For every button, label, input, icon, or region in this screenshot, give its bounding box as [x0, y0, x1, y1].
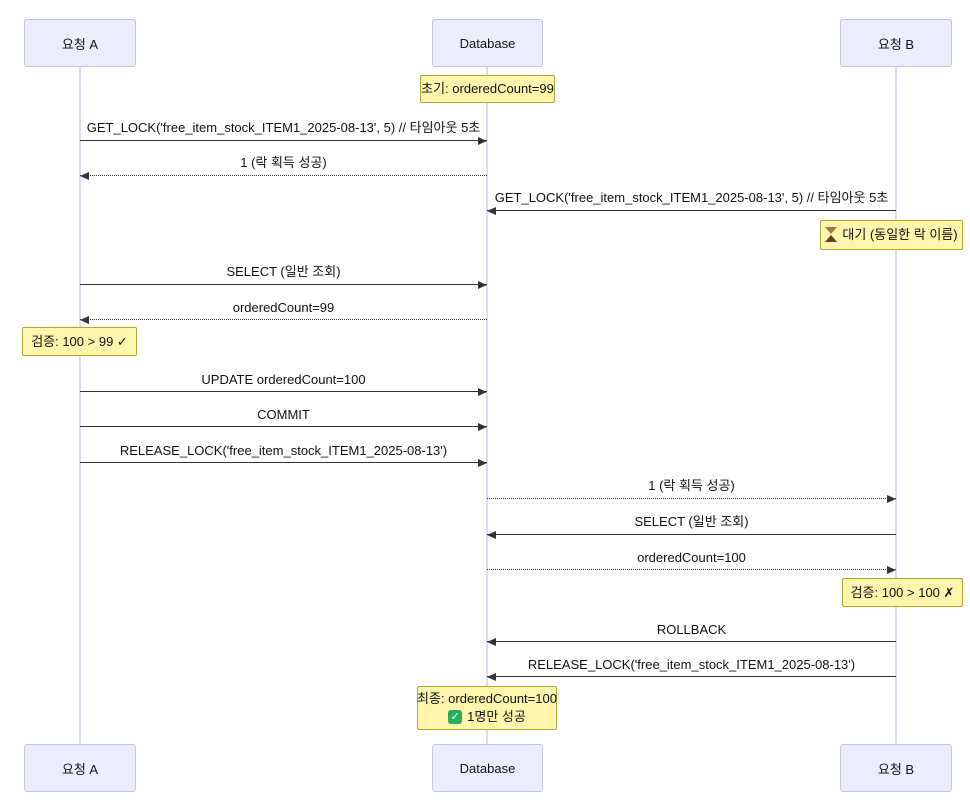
message-label: RELEASE_LOCK('free_item_stock_ITEM1_2025…: [527, 657, 856, 672]
message-label: COMMIT: [257, 407, 310, 422]
participant-database-bottom: Database: [432, 744, 543, 792]
arrowhead-icon: [478, 137, 487, 145]
hourglass-icon: [825, 227, 838, 243]
arrowhead-icon: [478, 459, 487, 467]
participant-request-b-top: 요청 B: [840, 19, 952, 67]
message-label: GET_LOCK('free_item_stock_ITEM1_2025-08-…: [494, 190, 889, 205]
note-text: 1명만 성공: [467, 709, 526, 724]
arrowhead-icon: [887, 495, 896, 503]
message-line: [80, 426, 487, 427]
message: RELEASE_LOCK('free_item_stock_ITEM1_2025…: [487, 656, 896, 681]
note-text: 대기 (동일한 락 이름): [842, 227, 958, 243]
message: GET_LOCK('free_item_stock_ITEM1_2025-08-…: [80, 120, 487, 145]
message-label: 1 (락 획득 성공): [240, 155, 327, 170]
message-line: [487, 641, 896, 642]
message-label: 1 (락 획득 성공): [648, 478, 735, 493]
message-label: SELECT (일반 조회): [226, 264, 341, 279]
arrowhead-icon: [487, 638, 496, 646]
message-line: [80, 140, 487, 141]
participant-request-a-bottom: 요청 A: [24, 744, 136, 792]
message-line: [487, 210, 896, 211]
message-line: [80, 284, 487, 285]
note-text: 초기: orderedCount=99: [421, 81, 554, 97]
note-line: 대기 (동일한 락 이름): [825, 226, 958, 244]
note-text: 최종: orderedCount=100: [417, 691, 557, 707]
participant-request-b-bottom: 요청 B: [840, 744, 952, 792]
lifeline-database: [486, 67, 488, 744]
message: COMMIT: [80, 406, 487, 431]
arrowhead-icon: [478, 281, 487, 289]
message: RELEASE_LOCK('free_item_stock_ITEM1_2025…: [80, 442, 487, 467]
participant-label: 요청 A: [61, 761, 99, 777]
message-line: [487, 569, 896, 570]
note-line: 초기: orderedCount=99: [421, 80, 554, 98]
message: ROLLBACK: [487, 621, 896, 646]
message: orderedCount=99: [80, 299, 487, 324]
note-final: 최종: orderedCount=100 1명만 성공: [417, 686, 557, 730]
note-line: 최종: orderedCount=100: [417, 690, 557, 708]
lifeline-request-b: [895, 67, 897, 744]
arrowhead-icon: [478, 423, 487, 431]
message-label: ROLLBACK: [656, 622, 727, 637]
message-label: GET_LOCK('free_item_stock_ITEM1_2025-08-…: [86, 120, 481, 135]
participant-request-a-top: 요청 A: [24, 19, 136, 67]
note-line: 검증: 100 > 99 ✓: [31, 333, 128, 351]
arrowhead-icon: [487, 673, 496, 681]
message-line: [80, 175, 487, 176]
message-line: [487, 534, 896, 535]
note-text: 검증: 100 > 99 ✓: [31, 333, 128, 349]
message-line: [487, 498, 896, 499]
arrowhead-icon: [478, 388, 487, 396]
arrowhead-icon: [80, 316, 89, 324]
message-line: [80, 319, 487, 320]
arrowhead-icon: [80, 172, 89, 180]
participant-label: 요청 A: [61, 36, 99, 52]
message-label: UPDATE orderedCount=100: [201, 372, 366, 387]
participant-label: Database: [459, 760, 516, 776]
arrowhead-icon: [487, 207, 496, 215]
participant-label: Database: [459, 35, 516, 51]
note-validate-b: 검증: 100 > 100 ✗: [842, 578, 963, 607]
message: orderedCount=100: [487, 549, 896, 574]
note-text: 검증: 100 > 100 ✗: [850, 584, 955, 600]
participant-label: 요청 B: [877, 36, 915, 52]
message-line: [80, 391, 487, 392]
message-line: [487, 676, 896, 677]
message-label: orderedCount=99: [232, 300, 335, 315]
note-initial: 초기: orderedCount=99: [420, 75, 555, 103]
arrowhead-icon: [887, 566, 896, 574]
message-label: RELEASE_LOCK('free_item_stock_ITEM1_2025…: [119, 443, 448, 458]
check-green-icon: [448, 709, 463, 724]
participant-database-top: Database: [432, 19, 543, 67]
message: SELECT (일반 조회): [487, 514, 896, 539]
note-validate-a: 검증: 100 > 99 ✓: [22, 327, 137, 356]
message: GET_LOCK('free_item_stock_ITEM1_2025-08-…: [487, 190, 896, 215]
message-label: SELECT (일반 조회): [634, 514, 749, 529]
participant-label: 요청 B: [877, 761, 915, 777]
message-label: orderedCount=100: [637, 550, 746, 565]
message: 1 (락 획득 성공): [80, 155, 487, 180]
note-waiting: 대기 (동일한 락 이름): [820, 220, 963, 250]
message: UPDATE orderedCount=100: [80, 371, 487, 396]
message: 1 (락 획득 성공): [487, 478, 896, 503]
note-line: 1명만 성공: [448, 708, 526, 726]
arrowhead-icon: [487, 531, 496, 539]
message-line: [80, 462, 487, 463]
lifeline-request-a: [79, 67, 81, 744]
message: SELECT (일반 조회): [80, 264, 487, 289]
note-line: 검증: 100 > 100 ✗: [851, 584, 955, 602]
